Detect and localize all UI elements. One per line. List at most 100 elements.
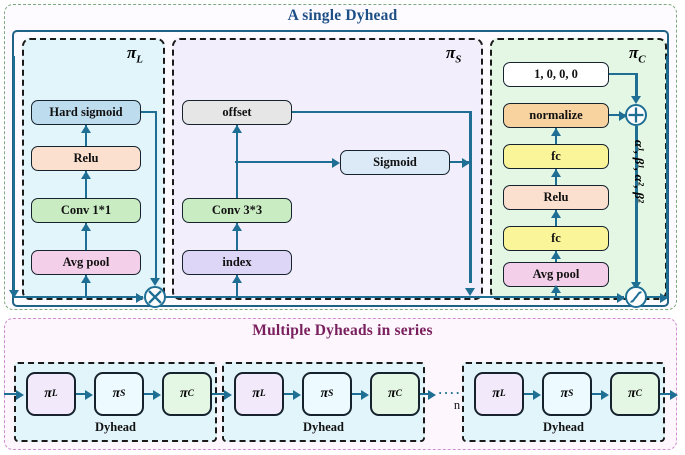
repeat-count-label: n [453,398,461,412]
line-output-up [665,56,668,298]
line-in-dyhead1 [4,392,20,396]
pi-s-subscript: S [455,53,462,66]
arrow-collector-down [465,288,475,296]
arrow-hardsigmoid-into-multiply [150,278,161,286]
arrow-relu-to-fc-upper [550,169,561,177]
arrow-d1-l-to-s [85,389,93,400]
line-offset-right [292,111,471,114]
multiple-dyheads-title: Multiple Dyheads in series [252,322,433,339]
line-d1-s-to-c [144,392,156,396]
line-dn-l-to-s [524,392,536,396]
arrow-d2-l-to-s [293,389,301,400]
pi-c-symbol: π [629,43,639,62]
line-ones-down [635,73,638,99]
line-collector-down [469,111,472,283]
arrow-bus-into-multiply [136,292,144,303]
node-hard-sigmoid: Hard sigmoid [31,100,141,125]
node-fc-upper: fc [503,144,609,169]
arrow-sigmoid-into-collector [462,157,470,168]
dyhead1-pi-l-symbol: π [44,386,52,401]
arrow-d2-s-to-c [361,389,369,400]
arrow-output-right [660,292,668,303]
arrow-branch-to-sigmoid [332,157,340,168]
line-conv-to-relu [84,171,88,198]
multiply-icon [148,290,162,304]
line-d1-l-to-s [76,392,88,396]
dyheadn-pi-s-symbol: π [560,386,569,401]
module-pi-l-label: πL [127,43,143,65]
dyheadn-pi-s-sub: S [568,389,574,399]
node-offset: offset [182,100,292,125]
arrow-in-dyhead1 [16,389,24,400]
dyhead-caption-1: Dyhead [95,420,136,434]
line-fc-lower-to-relu [554,210,558,226]
dyheadn-pi-l-symbol: π [492,386,500,401]
arrow-bus-to-avgpool-pi-c [550,285,561,293]
arrow-dn-s-to-c [601,389,609,400]
dyhead2-pi-c-sub: C [395,389,402,399]
dyhead2-pi-c-symbol: π [388,386,396,401]
arrow-avgpool-to-fc-lower [550,251,561,259]
arrow-ones-into-add [631,96,641,104]
dyheadn-pi-c-symbol: π [628,386,636,401]
arrow-fc-upper-to-normalize [550,128,561,136]
module-pi-c-label: πC [629,43,646,65]
line-main-bus-pi-l [12,296,143,299]
arrow-d1-s-to-c [153,389,161,400]
line-bus-to-index [235,275,239,298]
line-ones-right [609,73,637,76]
arrow-conv-to-relu [80,171,91,179]
dyhead1-pi-c-sub: C [187,389,194,399]
dyheadn-pi-l-sub: L [499,389,506,399]
line-left-input-down [12,56,16,298]
node-one-zero-zero-zero: 1, 0, 0, 0 [503,62,609,87]
line-sigmoid-right [450,161,472,164]
line-d1-to-d2 [212,392,228,396]
line-add-to-sigmoid-op [635,126,638,283]
line-dn-out [660,392,674,396]
line-bus-to-avgpool-pi-l [84,275,88,298]
operator-sigmoid [625,286,647,308]
pi-l-subscript: L [136,53,144,66]
node-conv-3x3: Conv 3*3 [182,198,292,223]
arrow-index-to-conv3x3 [231,223,242,231]
dyhead1-pi-s-sub: S [120,389,126,399]
pi-c-subscript: C [638,53,646,66]
arrow-dn-l-to-s [533,389,541,400]
dyhead2-pi-l-sub: L [259,389,266,399]
arrow-bus-to-avgpool-pi-l [80,275,91,283]
operator-multiply [144,286,166,308]
operator-add [625,104,647,126]
arrow-fc-lower-to-relu [550,210,561,218]
arrow-avgpool-to-conv [80,223,91,231]
dyhead-caption-2: Dyhead [303,420,344,434]
line-hardsigmoid-down [154,111,157,281]
pi-l-symbol: π [127,43,137,62]
line-avgpool-to-conv [84,223,88,250]
alpha-beta-label: α¹, β¹, α², β² [632,140,647,203]
line-branch-to-sigmoid [235,161,333,164]
line-sigmoid-op-out [646,296,668,299]
line-multiply-to-pi-s-bus [164,296,472,299]
line-dn-s-to-c [592,392,604,396]
node-conv-1x1: Conv 1*1 [31,198,141,223]
line-relu-to-hardsigmoid [84,125,88,146]
line-bus-pi-c [472,296,624,299]
node-relu-pi-l: Relu [31,146,141,171]
dyhead1-pi-s-symbol: π [112,386,121,401]
pi-s-symbol: π [446,43,456,62]
line-hardsigmoid-right [141,111,157,114]
node-normalize: normalize [503,103,609,128]
arrow-d2-out [428,389,436,400]
dyhead2-pi-s-sub: S [328,389,334,399]
node-fc-lower: fc [503,226,609,251]
